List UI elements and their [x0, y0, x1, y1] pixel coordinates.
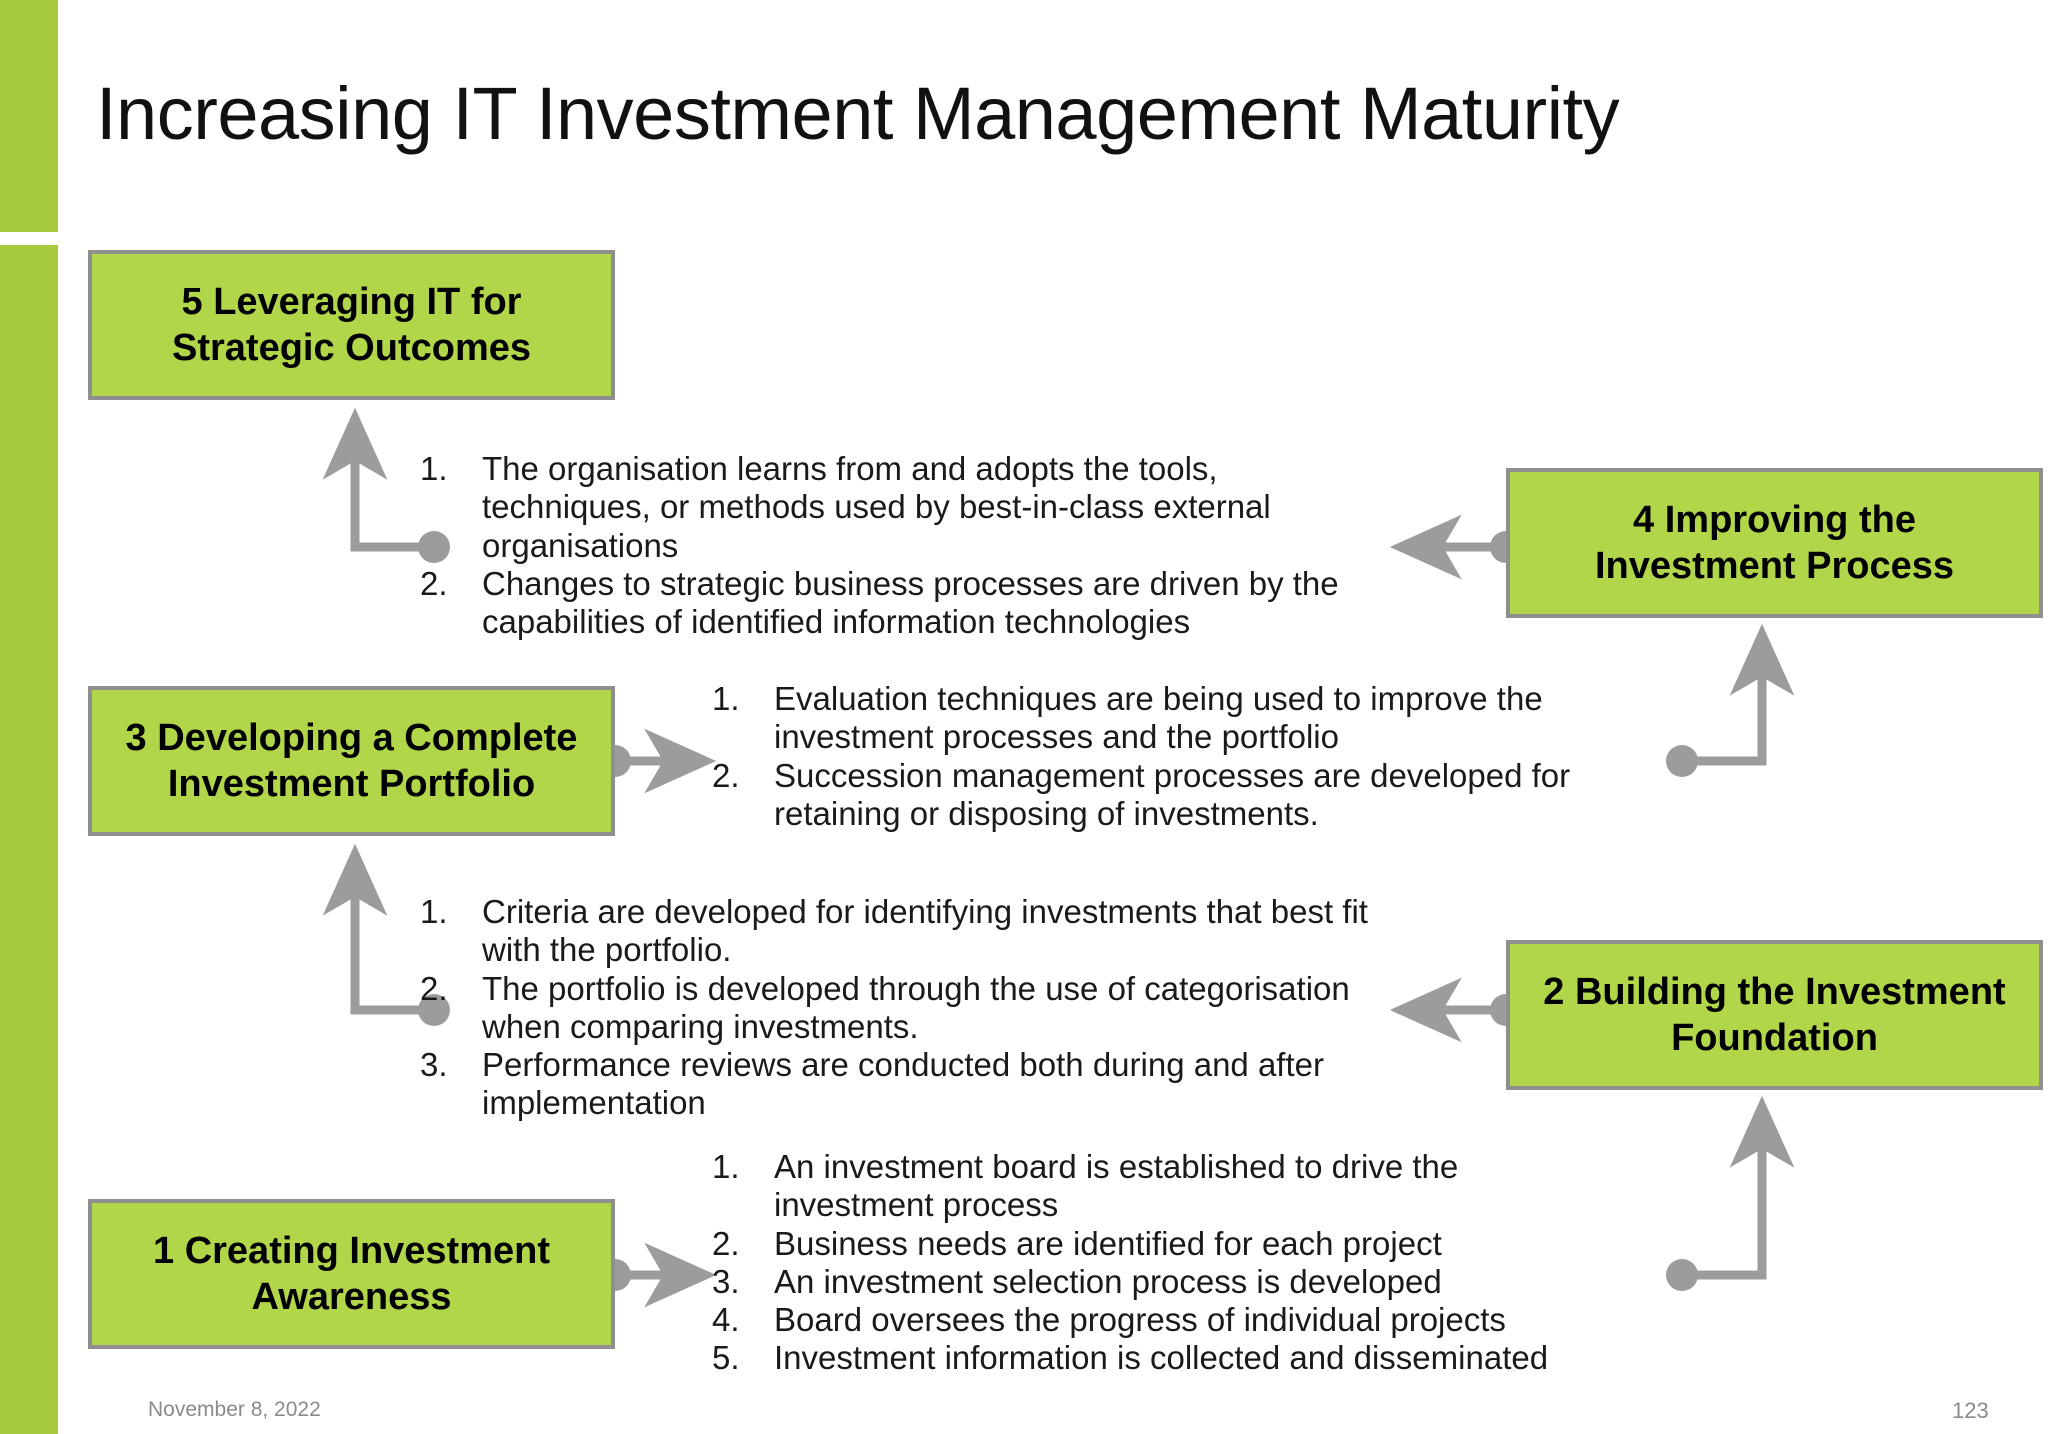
stage-box-1-line1: 1 Creating Investment: [153, 1229, 550, 1272]
stage-box-1-line2: Awareness: [251, 1276, 452, 1318]
list-item: Criteria are developed for identifying i…: [420, 893, 1368, 969]
ordered-list: The organisation learns from and adopts …: [420, 450, 1340, 641]
list-item: An investment board is established to dr…: [712, 1148, 1459, 1224]
stage-box-3-line2: Investment Portfolio: [167, 763, 536, 805]
stage-box-4[interactable]: 4 Improving the Investment Process: [1506, 468, 2043, 618]
list-item: Performance reviews are conducted both d…: [420, 1046, 1324, 1122]
stage-box-4-line2: Investment Process: [1594, 545, 1955, 587]
list-item: Board oversees the progress of individua…: [712, 1301, 1506, 1340]
list-item: An investment selection process is devel…: [712, 1262, 1442, 1302]
ordered-list: Criteria are developed for identifying i…: [420, 893, 1400, 1123]
stage-box-3-line1: 3 Developing a Complete: [125, 716, 578, 759]
left-accent-bar-bottom: [0, 245, 58, 1434]
stage-box-5-line2: Strategic Outcomes: [172, 327, 531, 369]
list-to-stage3: Criteria are developed for identifying i…: [420, 893, 1400, 1123]
footer-page-number: 123: [1952, 1398, 1989, 1423]
stage-box-4-line1: 4 Improving the: [1633, 498, 1916, 541]
list-item: The portfolio is developed through the u…: [420, 969, 1350, 1045]
footer-date: November 8, 2022: [148, 1398, 321, 1421]
stage-box-2-line2: Foundation: [1671, 1017, 1878, 1059]
connector-to-stage2: [1666, 1095, 1795, 1291]
list-item: Succession management processes are deve…: [712, 756, 1571, 832]
connector-to-stage4: [1666, 623, 1795, 777]
stage-box-5[interactable]: 5 Leveraging IT for Strategic Outcomes: [88, 250, 615, 400]
ordered-list: Evaluation techniques are being used to …: [712, 680, 1572, 833]
page-title: Increasing IT Investment Management Matu…: [96, 72, 1620, 155]
list-item: Changes to strategic business processes …: [420, 564, 1339, 641]
list-item: Investment information is collected and …: [712, 1339, 1549, 1378]
stage-box-2-line1: 2 Building the Investment: [1543, 970, 2006, 1013]
list-from-stage3: Evaluation techniques are being used to …: [712, 680, 1572, 833]
ordered-list: An investment board is established to dr…: [712, 1148, 1592, 1378]
list-item: Business needs are identified for each p…: [712, 1224, 1442, 1264]
connector-stage2-to-list: [1389, 977, 1522, 1043]
stage-box-2[interactable]: 2 Building the Investment Foundation: [1506, 940, 2043, 1090]
connector-stage4-to-list: [1389, 514, 1522, 580]
list-item: The organisation learns from and adopts …: [420, 450, 1271, 564]
list-item: Evaluation techniques are being used to …: [712, 680, 1543, 756]
stage-box-5-line1: 5 Leveraging IT for: [181, 280, 522, 323]
stage-box-1[interactable]: 1 Creating Investment Awareness: [88, 1199, 615, 1349]
list-to-stage5: The organisation learns from and adopts …: [420, 450, 1340, 641]
list-from-stage1: An investment board is established to dr…: [712, 1148, 1592, 1378]
stage-box-3[interactable]: 3 Developing a Complete Investment Portf…: [88, 686, 615, 836]
left-accent-bar-top: [0, 0, 58, 232]
